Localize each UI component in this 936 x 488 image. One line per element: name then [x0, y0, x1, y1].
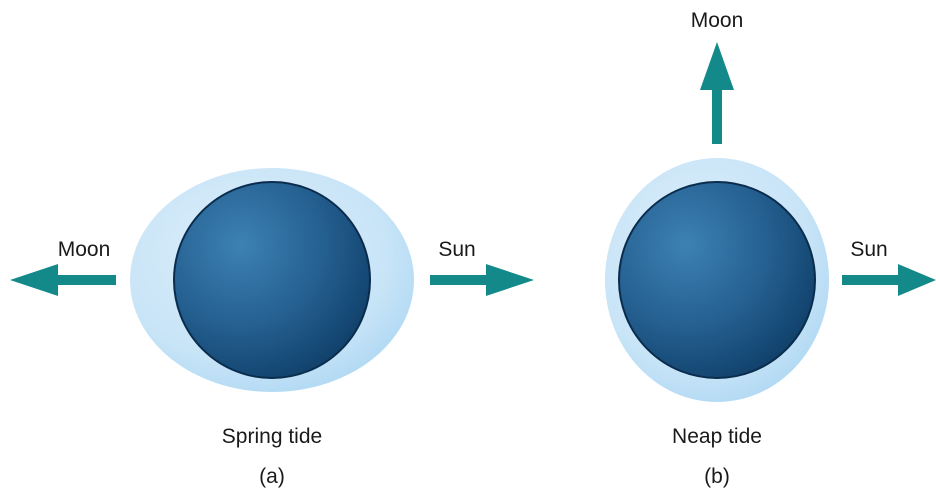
earth-neap	[618, 181, 816, 379]
moon-label-neap: Moon	[691, 9, 744, 32]
sun-arrow-right-spring	[430, 264, 534, 296]
moon-arrow-left	[10, 264, 116, 296]
caption-spring-tide: Spring tide	[222, 425, 322, 448]
panel-letter-a: (a)	[259, 465, 285, 488]
sun-arrow-right-neap	[842, 264, 936, 296]
moon-arrow-up	[700, 42, 734, 144]
sun-label-spring: Sun	[438, 238, 475, 261]
earth-spring	[173, 181, 371, 379]
panel-letter-b: (b)	[704, 465, 730, 488]
panel-neap-tide: Moon Sun Neap tide (b)	[605, 9, 936, 488]
moon-label-spring: Moon	[58, 238, 111, 261]
caption-neap-tide: Neap tide	[672, 425, 762, 448]
sun-label-neap: Sun	[850, 238, 887, 261]
panel-spring-tide: Moon Sun Spring tide (a)	[10, 168, 534, 488]
